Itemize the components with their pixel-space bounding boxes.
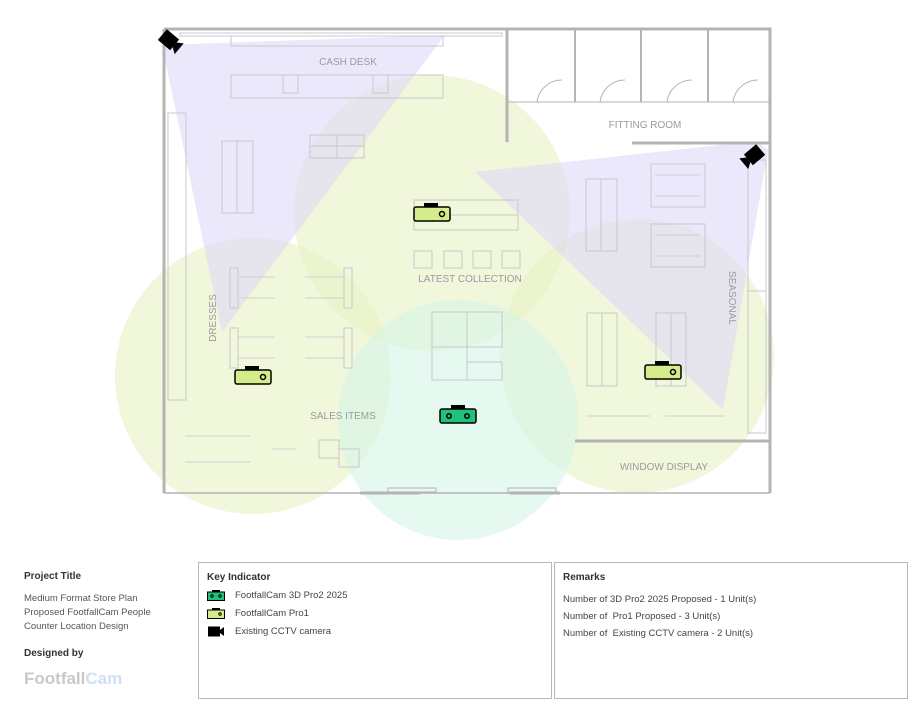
key-item-cctv: Existing CCTV camera bbox=[207, 626, 543, 637]
pro1-icon bbox=[207, 608, 225, 619]
3d-pro2-camera[interactable] bbox=[439, 405, 477, 424]
pro1-camera[interactable] bbox=[413, 203, 451, 222]
remarks-panel: Remarks Number of 3D Pro2 2025 Proposed … bbox=[554, 562, 908, 699]
key-item-3d-pro2: FootfallCam 3D Pro2 2025 bbox=[207, 590, 543, 601]
area-label-seasonal: SEASONAL bbox=[726, 271, 737, 325]
key-item-pro1: FootfallCam Pro1 bbox=[207, 608, 543, 619]
footfallcam-logo: FootfallCam bbox=[24, 669, 194, 689]
key-indicator-panel: Key Indicator FootfallCam 3D Pro2 2025 F… bbox=[198, 562, 552, 699]
area-label-fitting-room: FITTING ROOM bbox=[609, 120, 682, 131]
key-item-label: FootfallCam 3D Pro2 2025 bbox=[235, 590, 348, 601]
cctv-camera-icon[interactable] bbox=[157, 29, 184, 55]
pro1-camera[interactable] bbox=[234, 366, 272, 385]
cctv-coverage-cone bbox=[162, 35, 445, 332]
area-label-latest-collection: LATEST COLLECTION bbox=[418, 274, 522, 285]
designed-by-label: Designed by bbox=[24, 648, 84, 659]
pro1-camera[interactable] bbox=[644, 361, 682, 380]
logo-text-cam: Cam bbox=[85, 669, 123, 688]
area-label-cash-desk: CASH DESK bbox=[319, 57, 377, 68]
cctv-camera-icon bbox=[208, 626, 224, 637]
key-item-label: Existing CCTV camera bbox=[235, 626, 332, 637]
3d-pro2-icon bbox=[207, 590, 225, 601]
remarks-title: Remarks bbox=[563, 572, 606, 583]
walls bbox=[162, 27, 772, 495]
project-title-line: Proposed FootfallCam People bbox=[24, 607, 151, 618]
cctv-camera-icon[interactable] bbox=[739, 144, 766, 170]
remark-item: Number of 3D Pro2 2025 Proposed - 1 Unit… bbox=[563, 594, 757, 605]
area-label-dresses: DRESSES bbox=[208, 294, 219, 342]
area-label-window-display: WINDOW DISPLAY bbox=[620, 462, 708, 473]
project-title-label: Project Title bbox=[24, 571, 82, 582]
logo-text-footfall: Footfall bbox=[24, 669, 86, 688]
project-info: Project Title Medium Format Store Plan P… bbox=[24, 571, 194, 689]
key-item-label: FootfallCam Pro1 bbox=[235, 608, 309, 619]
area-label-sales-items: SALES ITEMS bbox=[310, 411, 376, 422]
remark-item: Number of Pro1 Proposed - 3 Unit(s) bbox=[563, 611, 721, 622]
remark-item: Number of Existing CCTV camera - 2 Unit(… bbox=[563, 628, 754, 639]
store-floor-plan: CASH DESK FITTING ROOM LATEST COLLECTION… bbox=[115, 27, 774, 540]
project-title-line: Medium Format Store Plan bbox=[24, 593, 138, 604]
project-title-line: Counter Location Design bbox=[24, 621, 129, 632]
key-indicator-title: Key Indicator bbox=[207, 572, 271, 583]
cctv-coverage-cone bbox=[475, 141, 768, 410]
